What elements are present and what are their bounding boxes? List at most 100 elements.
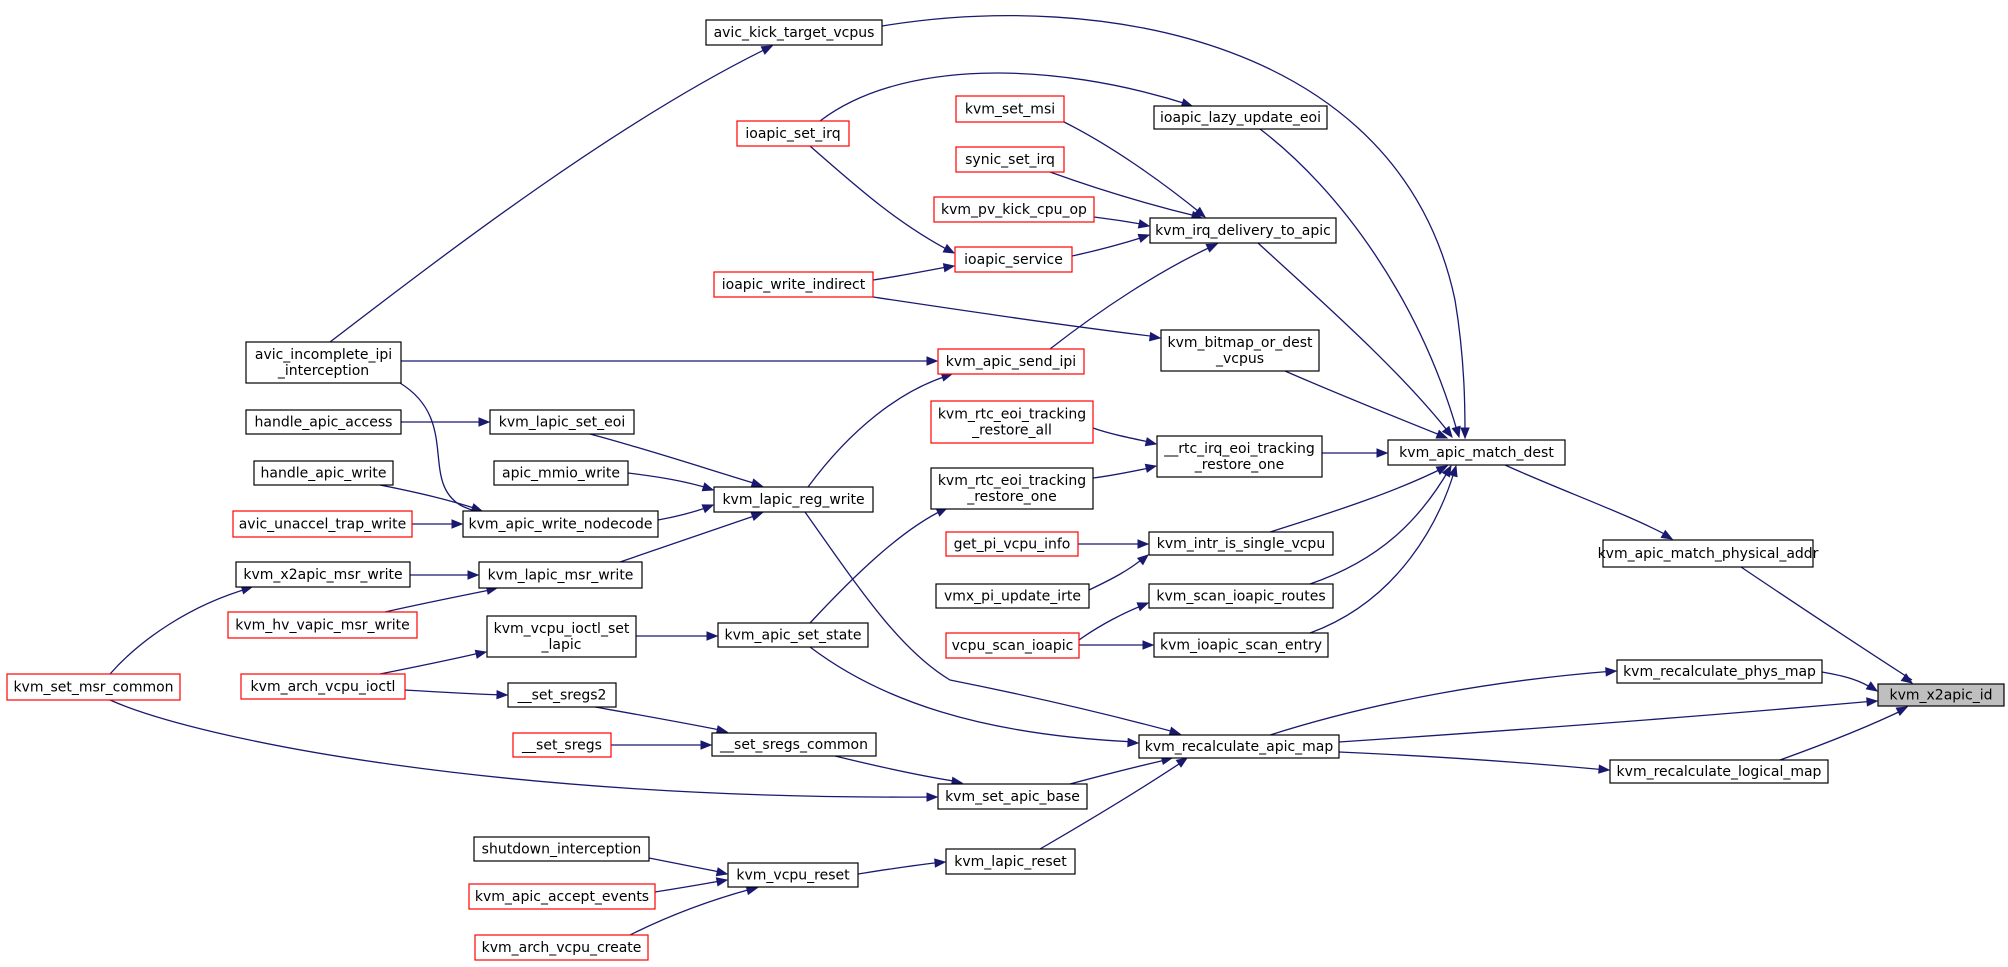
node-box[interactable]	[493, 460, 629, 486]
node-recalc-phys[interactable]: kvm_recalculate_phys_map	[1616, 659, 1823, 684]
node-vmx-pi[interactable]: vmx_pi_update_irte	[935, 583, 1090, 609]
node-box[interactable]	[486, 615, 637, 658]
node-box[interactable]	[713, 486, 874, 513]
node-arch-create[interactable]: kvm_arch_vcpu_create	[474, 934, 649, 961]
node-box[interactable]	[227, 611, 418, 639]
node-vcpu-scan[interactable]: vcpu_scan_ioapic	[945, 632, 1080, 659]
node-box[interactable]	[1149, 217, 1337, 244]
node-handle-access[interactable]: handle_apic_access	[245, 409, 402, 435]
node-box[interactable]	[727, 862, 859, 888]
node-ioapic-service[interactable]: ioapic_service	[954, 246, 1073, 273]
node-box[interactable]	[736, 120, 850, 147]
node-box[interactable]	[489, 409, 635, 435]
node-box[interactable]	[937, 783, 1088, 810]
node-box[interactable]	[955, 146, 1065, 173]
node-pv-kick[interactable]: kvm_pv_kick_cpu_op	[933, 196, 1095, 223]
node-x2apic-id[interactable]: kvm_x2apic_id	[1877, 683, 2005, 707]
node-box[interactable]	[478, 561, 643, 589]
node-kvm-set-msi[interactable]: kvm_set_msi	[955, 95, 1065, 123]
node-bitmap[interactable]: kvm_bitmap_or_dest_vcpus	[1160, 329, 1320, 372]
node-set-sregs[interactable]: __set_sregs	[512, 732, 612, 758]
node-box[interactable]	[1160, 329, 1320, 372]
node-box[interactable]	[1138, 734, 1340, 759]
node-box[interactable]	[711, 732, 877, 757]
node-match-dest[interactable]: kvm_apic_match_dest	[1387, 439, 1566, 466]
node-rtc-restore-one[interactable]: kvm_rtc_eoi_tracking_restore_one	[930, 467, 1094, 510]
node-box[interactable]	[1616, 659, 1823, 684]
node-lapic-msr-write[interactable]: kvm_lapic_msr_write	[478, 561, 643, 589]
node-box[interactable]	[955, 95, 1065, 123]
node-box[interactable]	[1387, 439, 1566, 466]
node-hv-vapic[interactable]: kvm_hv_vapic_msr_write	[227, 611, 418, 639]
node-rtc-one-track[interactable]: __rtc_irq_eoi_tracking_restore_one	[1156, 435, 1323, 478]
node-box[interactable]	[6, 673, 181, 701]
node-box[interactable]	[1148, 583, 1334, 609]
node-ioapic-write-ind[interactable]: ioapic_write_indirect	[713, 271, 874, 298]
node-accept-events[interactable]: kvm_apic_accept_events	[468, 883, 656, 910]
node-box[interactable]	[507, 682, 617, 708]
node-box[interactable]	[1602, 539, 1814, 568]
node-box[interactable]	[245, 341, 402, 384]
node-lapic-reset[interactable]: kvm_lapic_reset	[945, 848, 1076, 875]
node-box[interactable]	[468, 883, 656, 910]
node-box[interactable]	[462, 510, 659, 538]
node-mmio-write[interactable]: apic_mmio_write	[493, 460, 629, 486]
node-box[interactable]	[232, 510, 413, 538]
node-ioapic-set-irq[interactable]: ioapic_set_irq	[736, 120, 850, 147]
node-box[interactable]	[474, 934, 649, 961]
node-box[interactable]	[945, 632, 1080, 659]
node-ioapic-lazy[interactable]: ioapic_lazy_update_eoi	[1153, 105, 1328, 130]
node-recalc-logical[interactable]: kvm_recalculate_logical_map	[1609, 759, 1829, 784]
node-box[interactable]	[245, 409, 402, 435]
node-box[interactable]	[1609, 759, 1829, 784]
node-write-nodecode[interactable]: kvm_apic_write_nodecode	[462, 510, 659, 538]
node-box[interactable]	[954, 246, 1073, 273]
node-ioctl-set-lapic[interactable]: kvm_vcpu_ioctl_set_lapic	[486, 615, 637, 658]
node-set-msr-common[interactable]: kvm_set_msr_common	[6, 673, 181, 701]
node-scan-routes[interactable]: kvm_scan_ioapic_routes	[1148, 583, 1334, 609]
node-scan-entry[interactable]: kvm_ioapic_scan_entry	[1153, 632, 1329, 658]
node-avic-incomplete[interactable]: avic_incomplete_ipi_interception	[245, 341, 402, 384]
node-match-physical[interactable]: kvm_apic_match_physical_addr	[1598, 539, 1819, 568]
node-pi-vcpu[interactable]: get_pi_vcpu_info	[945, 531, 1079, 557]
node-box[interactable]	[705, 19, 883, 46]
node-set-sregs-common[interactable]: __set_sregs_common	[711, 732, 877, 757]
node-set-state[interactable]: kvm_apic_set_state	[717, 622, 869, 648]
node-box[interactable]	[253, 460, 394, 486]
node-box[interactable]	[930, 400, 1094, 444]
node-handle-write[interactable]: handle_apic_write	[253, 460, 394, 486]
node-arch-ioctl[interactable]: kvm_arch_vcpu_ioctl	[240, 673, 406, 700]
node-synic[interactable]: synic_set_irq	[955, 146, 1065, 173]
node-set-sregs2[interactable]: __set_sregs2	[507, 682, 617, 708]
node-box[interactable]	[933, 196, 1095, 223]
node-irq-delivery[interactable]: kvm_irq_delivery_to_apic	[1149, 217, 1337, 244]
node-box[interactable]	[1153, 632, 1329, 658]
node-box[interactable]	[717, 622, 869, 648]
node-box[interactable]	[1153, 105, 1328, 130]
node-x2apic-msr-write[interactable]: kvm_x2apic_msr_write	[235, 561, 411, 588]
node-box[interactable]	[1877, 683, 2005, 707]
node-avic-unaccel[interactable]: avic_unaccel_trap_write	[232, 510, 413, 538]
node-box[interactable]	[935, 583, 1090, 609]
node-box[interactable]	[1156, 435, 1323, 478]
node-box[interactable]	[473, 836, 650, 862]
node-box[interactable]	[512, 732, 612, 758]
node-intr-single[interactable]: kvm_intr_is_single_vcpu	[1148, 531, 1334, 556]
node-shutdown[interactable]: shutdown_interception	[473, 836, 650, 862]
node-rtc-restore-all[interactable]: kvm_rtc_eoi_tracking_restore_all	[930, 400, 1094, 444]
node-send-ipi[interactable]: kvm_apic_send_ipi	[937, 348, 1085, 375]
node-box[interactable]	[945, 848, 1076, 875]
node-recalc-apic[interactable]: kvm_recalculate_apic_map	[1138, 734, 1340, 759]
node-box[interactable]	[945, 531, 1079, 557]
node-lapic-set-eoi[interactable]: kvm_lapic_set_eoi	[489, 409, 635, 435]
node-box[interactable]	[1148, 531, 1334, 556]
node-box[interactable]	[235, 561, 411, 588]
node-lapic-reg-write[interactable]: kvm_lapic_reg_write	[713, 486, 874, 513]
node-avic-kick[interactable]: avic_kick_target_vcpus	[705, 19, 883, 46]
node-box[interactable]	[713, 271, 874, 298]
node-box[interactable]	[930, 467, 1094, 510]
node-vcpu-reset[interactable]: kvm_vcpu_reset	[727, 862, 859, 888]
node-set-apic-base[interactable]: kvm_set_apic_base	[937, 783, 1088, 810]
node-box[interactable]	[937, 348, 1085, 375]
node-box[interactable]	[240, 673, 406, 700]
